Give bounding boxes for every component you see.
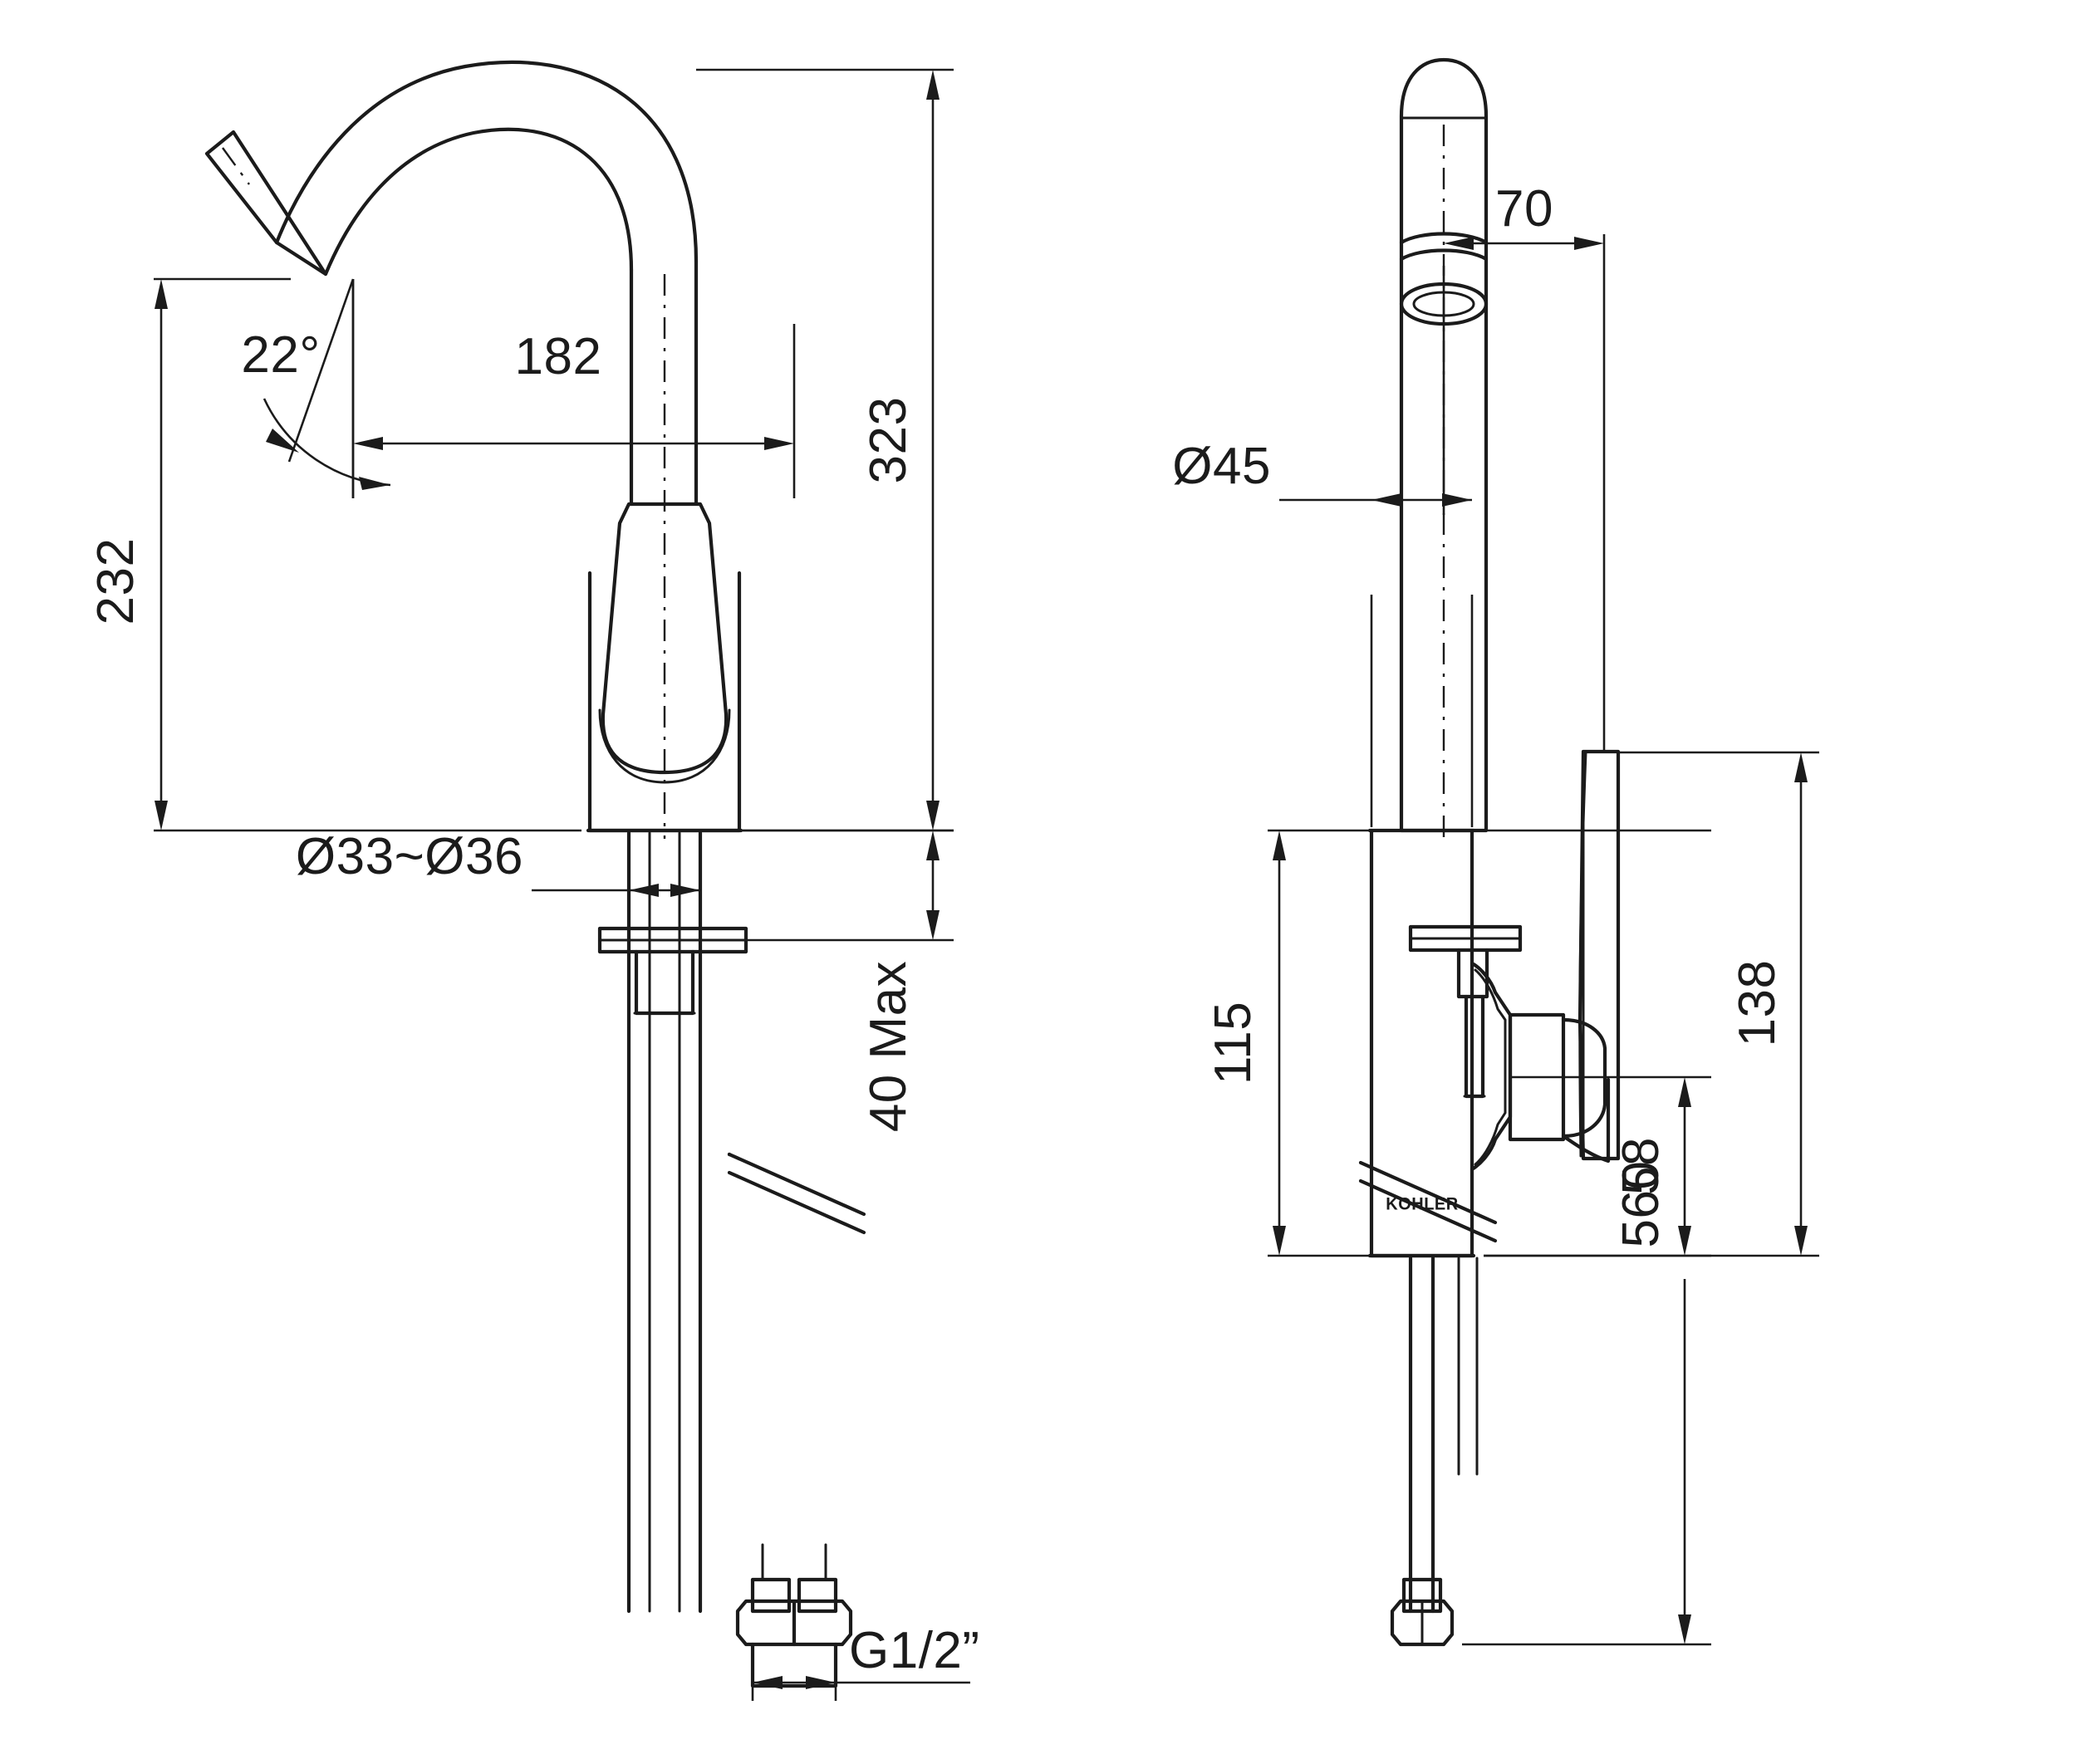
side-collar-ring-mid <box>1399 248 1489 262</box>
spout-outer-arc <box>274 60 699 264</box>
arrow-58-top <box>1678 1077 1691 1107</box>
arrow-323-bottom <box>926 801 940 830</box>
dim-label-182: 182 <box>515 328 602 385</box>
arrow-g12-left <box>753 1676 783 1689</box>
side-washer-plate <box>1408 924 1523 953</box>
arrow-115-top <box>1273 830 1286 860</box>
supply-thread-body <box>750 1642 838 1688</box>
side-handle-lever-edge <box>1578 751 1587 1158</box>
dim-label-560: 560 <box>1612 1161 1670 1248</box>
side-handle-hub <box>1508 1012 1566 1142</box>
dim-label-d33-d36: Ø33~Ø36 <box>296 828 523 885</box>
supply-ferrule-left <box>750 1577 792 1614</box>
arrow-323-top <box>926 70 940 100</box>
spout-tip-centerline <box>222 147 250 185</box>
dim-label-d45: Ø45 <box>1172 438 1271 495</box>
arrow-22deg-end <box>359 477 390 490</box>
side-mount-rod <box>1464 994 1485 1099</box>
side-view-geometry: KOHLER <box>1358 57 1621 1647</box>
dim-label-115: 115 <box>1205 1002 1262 1085</box>
dim-label-22deg: 22° <box>241 326 320 384</box>
dim-label-g12: G1/2” <box>849 1622 980 1679</box>
arrow-70-left <box>1444 237 1474 250</box>
dim-label-323: 323 <box>860 397 917 484</box>
dim-label-232: 232 <box>87 538 145 625</box>
arrow-40max-top <box>926 830 940 860</box>
side-collar-ring-upper <box>1399 232 1489 245</box>
break-line-upper <box>727 1152 866 1217</box>
arrow-d45-left <box>1371 493 1401 507</box>
arrow-138-bottom <box>1794 1226 1808 1256</box>
front-view-dimensions: 232 323 182 22° <box>87 68 980 1701</box>
arrow-58-bottom <box>1678 1226 1691 1256</box>
spout-inner-arc <box>323 127 634 277</box>
arrow-232-bottom <box>155 801 168 830</box>
arrow-138-top <box>1794 752 1808 782</box>
arrow-70-right <box>1574 237 1604 250</box>
break-line-lower <box>727 1170 866 1235</box>
dim-label-70: 70 <box>1495 180 1553 238</box>
side-break-line-lower <box>1358 1178 1498 1243</box>
arrow-22deg-start <box>266 429 299 453</box>
arrow-40max-bottom <box>926 910 940 940</box>
dim-label-58: 58 <box>1612 1137 1670 1195</box>
arrow-182-right <box>764 437 794 450</box>
side-spout-body <box>1399 57 1489 833</box>
arrow-560-bottom <box>1678 1614 1691 1644</box>
arrow-d33-right <box>670 884 700 897</box>
arrow-g12-right <box>806 1676 836 1689</box>
supply-hex-nut <box>735 1599 853 1647</box>
supply-ferrule-right <box>797 1577 838 1614</box>
side-supply-hex-nut <box>1390 1599 1455 1647</box>
mounting-washer <box>597 926 748 954</box>
dim-label-138: 138 <box>1729 960 1786 1047</box>
side-handle-cam-skirt <box>1561 1077 1611 1164</box>
ext-22deg-slant <box>287 278 355 463</box>
side-break-line-upper <box>1358 1160 1498 1225</box>
side-handle-lever <box>1577 749 1621 1161</box>
arrow-115-bottom <box>1273 1226 1286 1256</box>
side-handle-saddle-inner <box>1474 968 1507 1166</box>
faucet-body-taper <box>601 502 729 775</box>
arrow-232-top <box>155 279 168 309</box>
arrow-d33-left <box>629 884 659 897</box>
dim-label-40max: 40 Max <box>860 961 917 1132</box>
spout-tip <box>204 130 328 277</box>
arrow-d45-right <box>1442 493 1472 507</box>
arrow-182-left <box>353 437 383 450</box>
mounting-nut <box>634 949 695 1016</box>
side-mount-stem <box>1456 948 1489 999</box>
side-view-dimensions: 70 Ø45 115 138 <box>1172 180 1819 1646</box>
